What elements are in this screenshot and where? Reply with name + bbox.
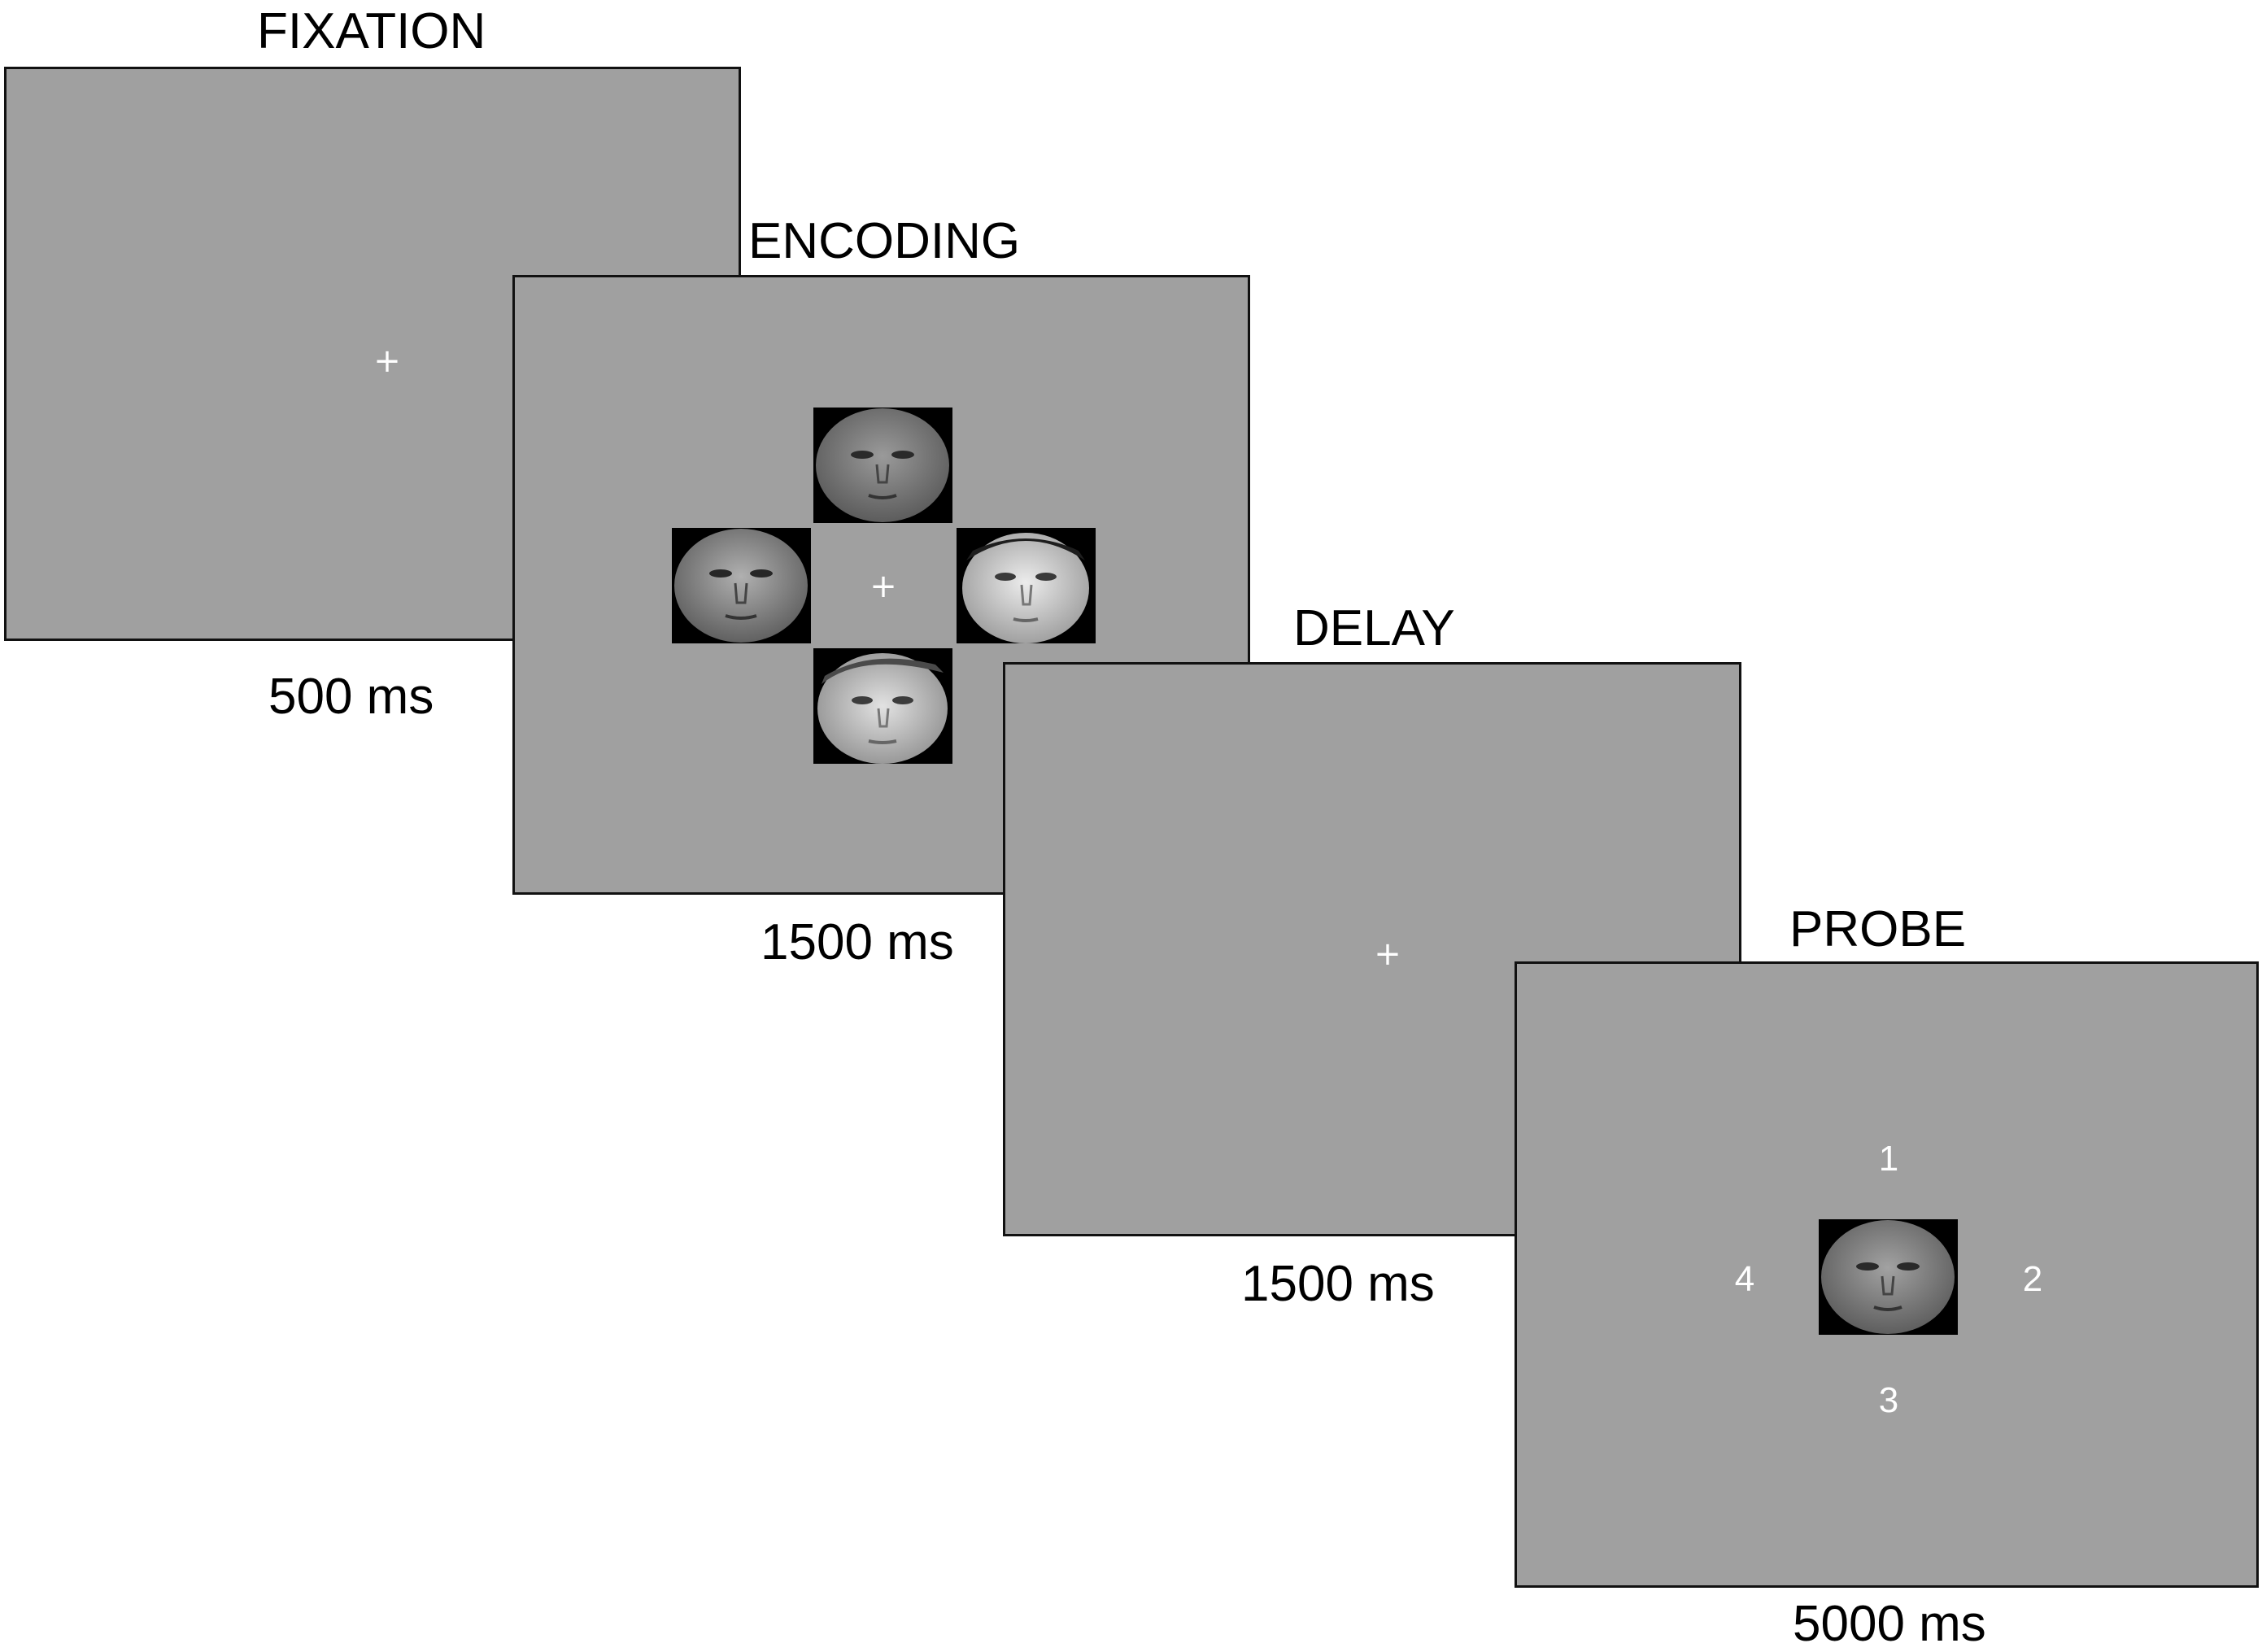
delay-fixation-cross: + xyxy=(1374,935,1401,973)
face-stimulus-top xyxy=(813,408,952,523)
fixation-title: FIXATION xyxy=(257,3,486,59)
fixation-duration: 500 ms xyxy=(268,669,434,725)
probe-number-right: 2 xyxy=(2022,1259,2043,1299)
probe-number-bottom: 3 xyxy=(1878,1380,1899,1420)
delay-title: DELAY xyxy=(1293,600,1455,656)
fixation-cross: + xyxy=(373,342,401,380)
face-photo-icon xyxy=(1821,1220,1955,1334)
face-stimulus-bottom xyxy=(813,648,952,764)
face-photo-icon xyxy=(817,653,948,764)
probe-number-top: 1 xyxy=(1878,1139,1899,1179)
probe-face-stimulus xyxy=(1819,1219,1958,1335)
encoding-duration: 1500 ms xyxy=(761,914,954,970)
probe-title: PROBE xyxy=(1789,901,1967,957)
probe-duration: 5000 ms xyxy=(1793,1596,1986,1652)
delay-duration: 1500 ms xyxy=(1241,1256,1435,1312)
face-photo-icon xyxy=(816,408,949,522)
face-stimulus-left xyxy=(672,528,811,643)
face-photo-icon xyxy=(962,533,1089,643)
probe-screen: 1 2 3 4 xyxy=(1515,961,2259,1588)
face-stimulus-right xyxy=(957,528,1096,643)
face-photo-icon xyxy=(674,529,808,643)
encoding-fixation-cross: + xyxy=(869,568,897,605)
probe-number-left: 4 xyxy=(1734,1259,1755,1299)
encoding-title: ENCODING xyxy=(748,213,1021,269)
